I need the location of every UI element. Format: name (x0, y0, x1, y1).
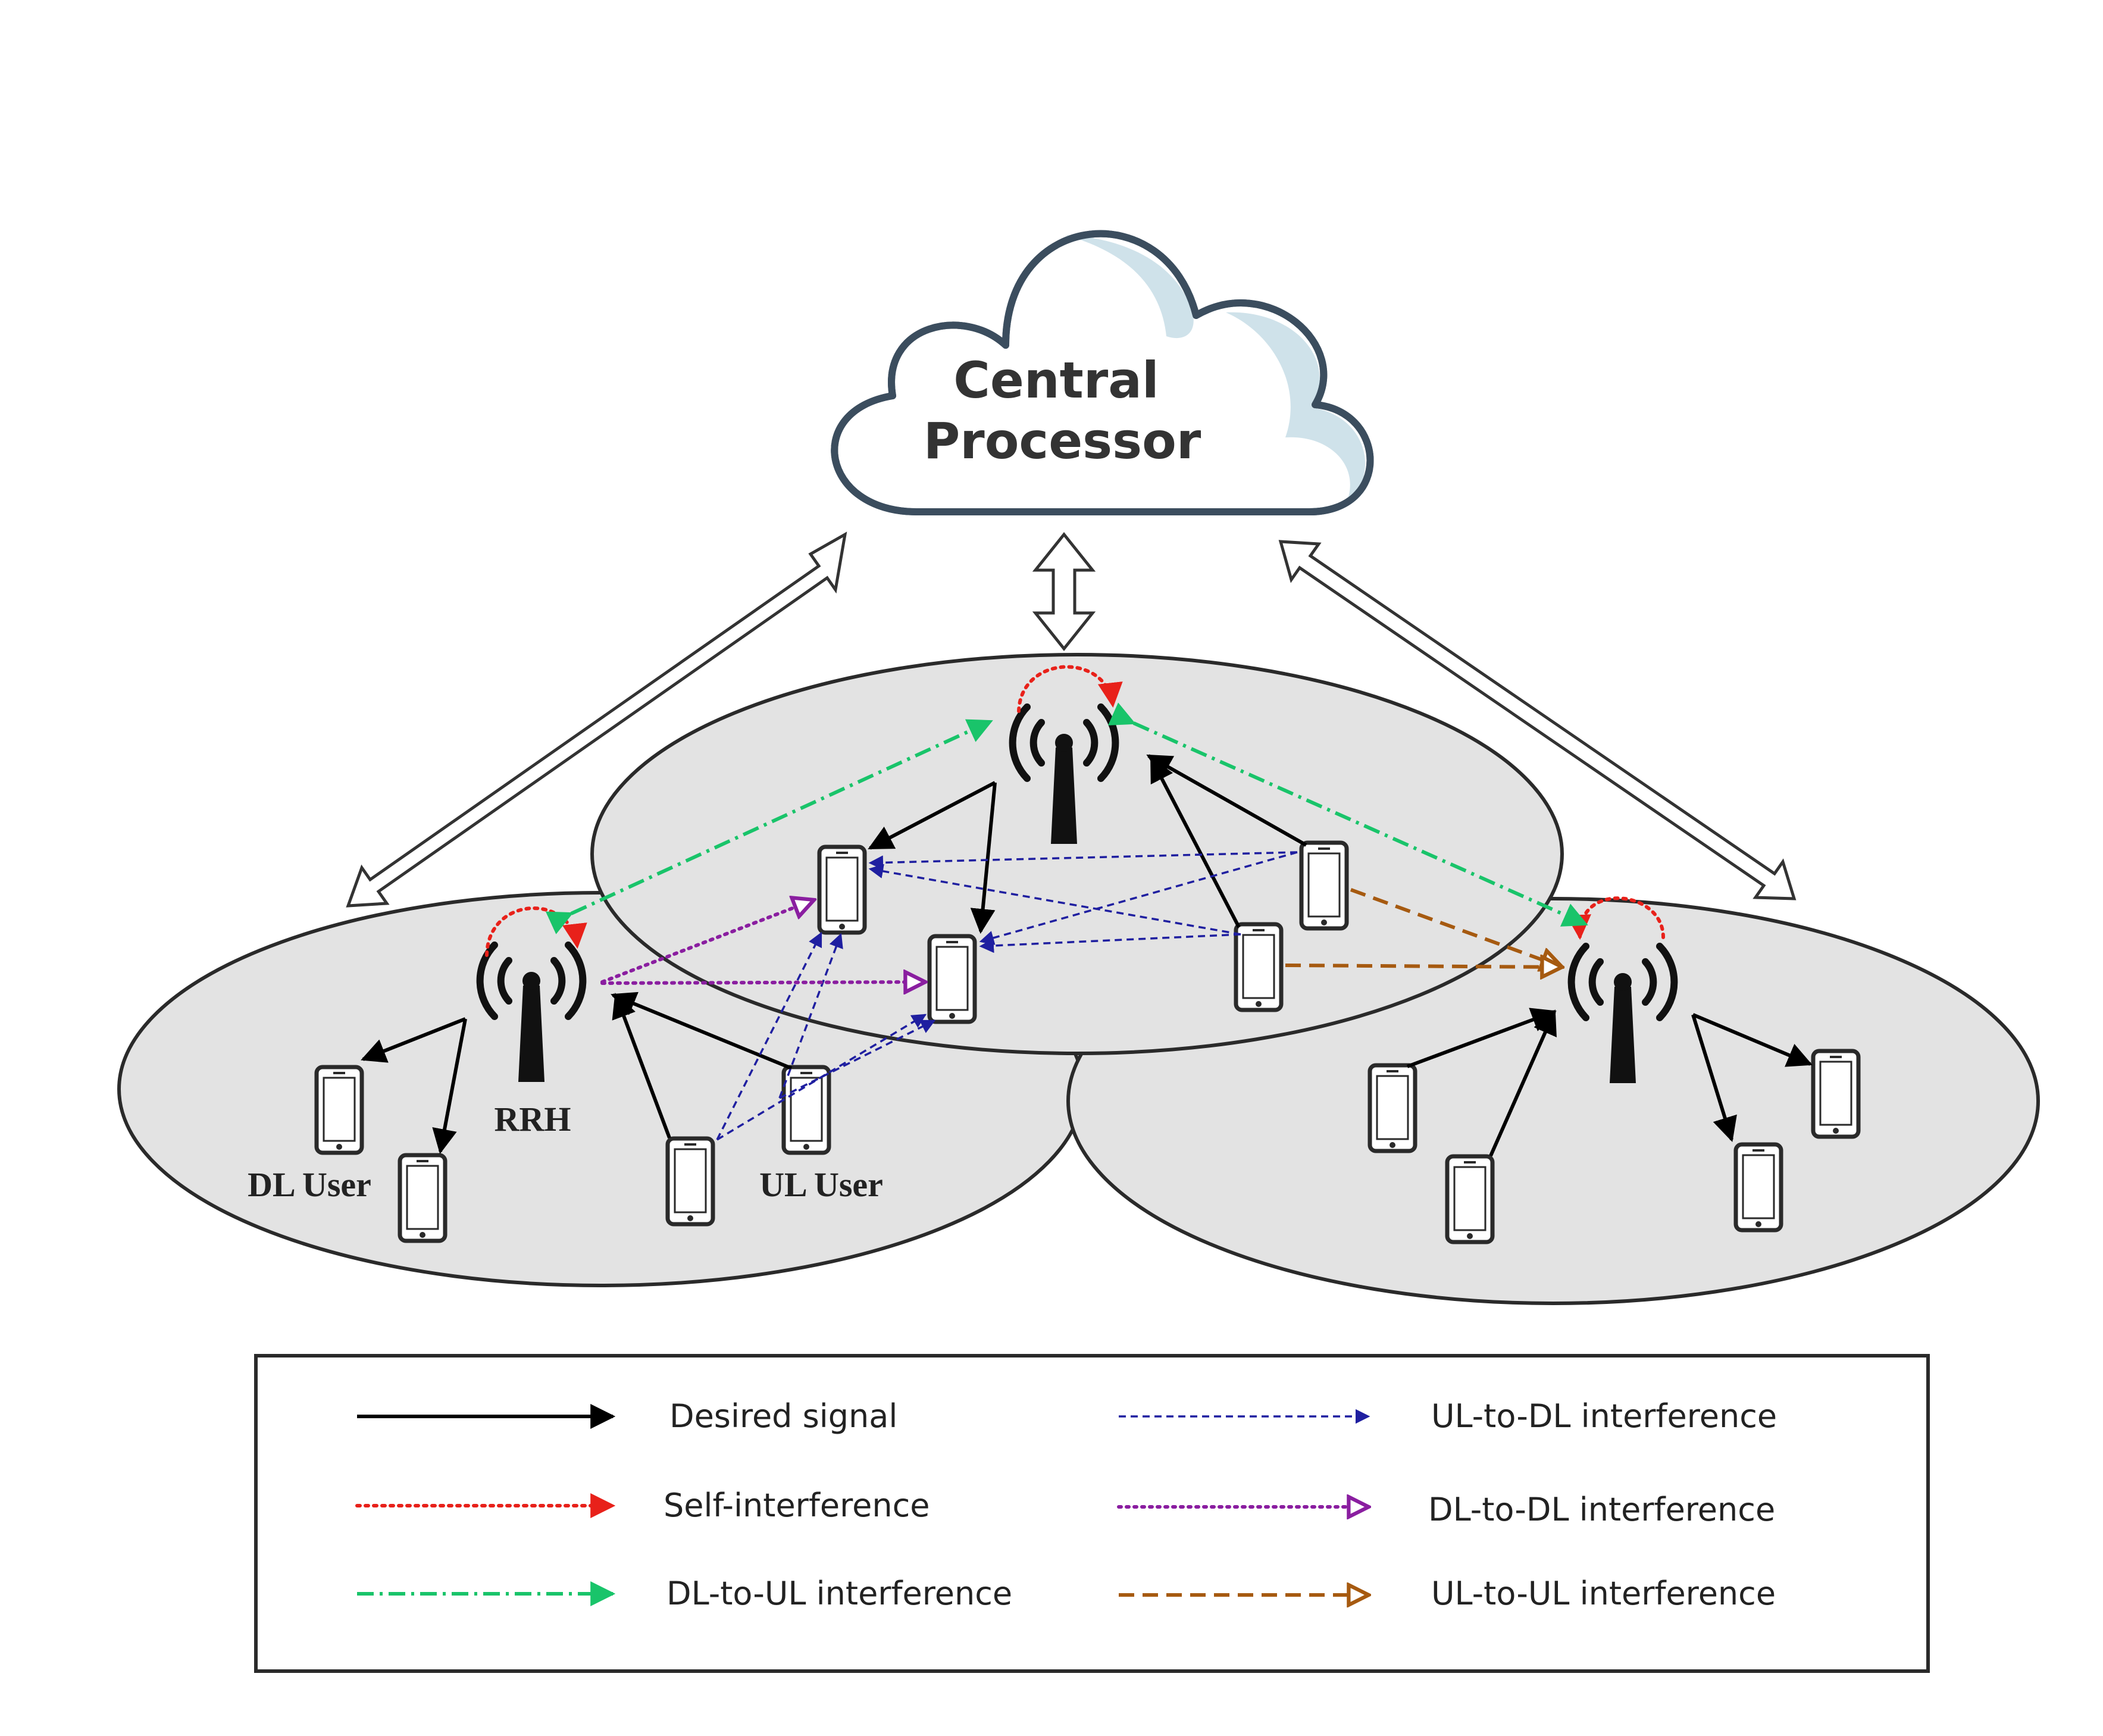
cloud-title-line1: Central (953, 351, 1159, 409)
smartphone-icon-left-dl-2 (400, 1155, 445, 1241)
ul-user-label: UL User (759, 1165, 883, 1204)
cloud-icon (831, 230, 1374, 515)
dl-to-dl-interference-arrows (600, 900, 925, 983)
fronthaul-link-center (1032, 531, 1096, 652)
smartphone-icon-right-ul-1 (1370, 1065, 1415, 1151)
legend-box (254, 1354, 1930, 1673)
legend-label-desired-signal: Desired signal (669, 1397, 897, 1435)
ul-to-ul-interference-arrows (1285, 888, 1562, 967)
legend-label-ul-to-dl-interference: UL-to-DL interference (1431, 1397, 1777, 1435)
legend-label-dl-to-dl-interference: DL-to-DL interference (1428, 1491, 1775, 1528)
smartphone-icon-right-dl-2 (1736, 1144, 1781, 1230)
cloud-title-line2: Processor (924, 412, 1201, 470)
dl-to-ul-interference-arrows (545, 702, 1588, 934)
fronthaul-link-left (346, 531, 847, 908)
smartphone-icon-center-dl-2 (930, 936, 975, 1022)
smartphone-icon-center-dl-1 (819, 847, 865, 933)
smartphone-icon-center-ul-2 (1236, 924, 1281, 1010)
smartphone-icon-left-dl-1 (317, 1067, 362, 1153)
cell-center (590, 653, 1564, 1055)
smartphone-icon-right-dl-1 (1813, 1051, 1858, 1137)
legend-label-dl-to-ul-interference: DL-to-UL interference (666, 1575, 1012, 1612)
legend-label-self-interference: Self-interference (664, 1487, 930, 1524)
dl-user-label: DL User (248, 1165, 371, 1204)
smartphone-icon-right-ul-2 (1447, 1156, 1492, 1242)
rrh-label: RRH (495, 1100, 571, 1138)
legend-label-ul-to-ul-interference: UL-to-UL interference (1431, 1575, 1776, 1612)
ul-to-dl-interference-arrows (716, 851, 1298, 1141)
smartphone-icon-center-ul-1 (1301, 843, 1347, 928)
smartphone-icon-left-ul-2 (784, 1067, 829, 1153)
legend: Desired signal Self-interference DL-to-U… (254, 1354, 1930, 1673)
smartphone-icon-left-ul-1 (668, 1138, 713, 1224)
